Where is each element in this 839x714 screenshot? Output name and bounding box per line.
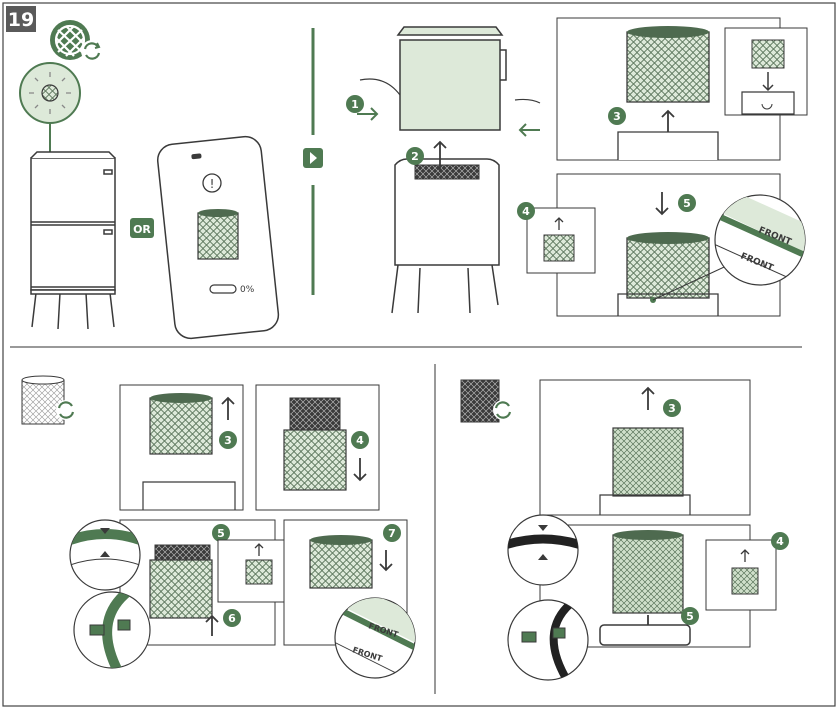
panel-lift-filter: 3 bbox=[556, 17, 808, 161]
or-label: OR bbox=[133, 223, 151, 236]
step-5-label-a: 5 bbox=[683, 197, 691, 210]
indicator-light-callout bbox=[19, 62, 81, 160]
panel-install-filter: 5 4 bbox=[517, 173, 781, 317]
step-3-label-a: 3 bbox=[613, 110, 621, 123]
callout-alignment-arrows bbox=[69, 519, 141, 591]
recycle-icon bbox=[761, 103, 773, 110]
phone-app-illustration: ! 0% bbox=[156, 135, 280, 340]
callout-dark-clips bbox=[507, 599, 589, 681]
panel-lift-green-filter: 3 bbox=[119, 384, 244, 511]
phone-filter-icon bbox=[197, 209, 239, 260]
filter-replace-icon bbox=[50, 20, 103, 62]
step-number-badge: 19 bbox=[6, 6, 36, 32]
step-2-label: 2 bbox=[411, 150, 419, 163]
panel-insert-into-new: 5 6 bbox=[119, 519, 291, 646]
alert-glyph: ! bbox=[210, 177, 215, 191]
tall-purifier bbox=[30, 151, 116, 330]
step-6-label: 6 bbox=[228, 612, 236, 625]
white-filter-replace-icon bbox=[21, 375, 76, 425]
step-5-label-c: 5 bbox=[686, 610, 694, 623]
flow-divider bbox=[303, 28, 323, 295]
panel-separate-filters: 4 bbox=[255, 384, 380, 511]
cover-lift-illustration: 1 bbox=[346, 26, 541, 137]
step-4-label-c: 4 bbox=[776, 535, 784, 548]
step-1-label: 1 bbox=[351, 98, 359, 111]
step-3-label-b: 3 bbox=[224, 434, 232, 447]
filter-life-percent: 0% bbox=[240, 285, 255, 295]
callout-clips bbox=[73, 591, 151, 669]
purifier-base: 2 bbox=[391, 140, 500, 314]
step-5-label-b: 5 bbox=[217, 527, 225, 540]
panel-lift-dark-filter: 3 bbox=[539, 379, 751, 516]
or-badge: OR bbox=[130, 218, 154, 238]
front-label-callout-bottom: FRONT FRONT bbox=[334, 597, 416, 679]
dark-filter-replace-icon bbox=[460, 379, 513, 423]
step-4-label-b: 4 bbox=[356, 434, 364, 447]
alert-icon: ! bbox=[202, 173, 222, 193]
callout-dark-alignment bbox=[507, 514, 579, 586]
step-4-label-a: 4 bbox=[522, 205, 530, 218]
step-number: 19 bbox=[8, 9, 34, 31]
step-3-label-c: 3 bbox=[668, 402, 676, 415]
battery-icon: 0% bbox=[209, 284, 255, 295]
step-7-label: 7 bbox=[388, 527, 396, 540]
